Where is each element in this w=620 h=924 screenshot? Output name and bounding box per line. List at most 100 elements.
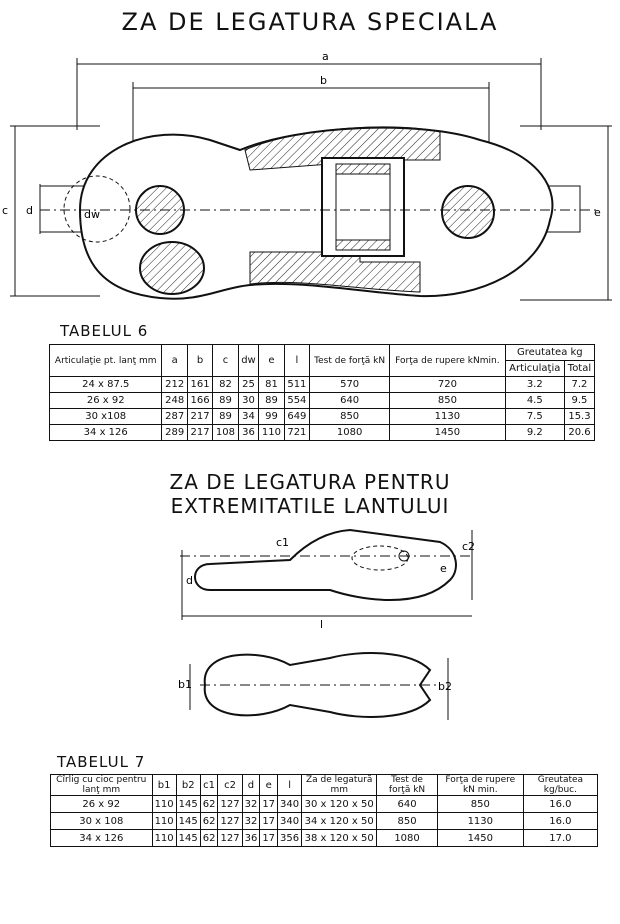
table-cell: 161 [186, 376, 214, 393]
col-b2: b2 [175, 774, 201, 796]
col-test: Test de forţă kN [376, 774, 438, 796]
table-cell: 850 [309, 408, 391, 425]
table-cell: 26 x 92 [50, 795, 153, 813]
table-cell: 166 [186, 392, 214, 409]
end-link-drawing: l c1 c2 e d b1 b2 [178, 528, 475, 720]
table-cell: 34 [237, 408, 260, 425]
table-cell: 20.6 [563, 424, 596, 441]
table-cell: 17 [259, 812, 279, 830]
table-cell: 7.2 [563, 376, 596, 393]
col-l: l [277, 774, 303, 796]
table-cell: 127 [217, 812, 243, 830]
table-cell: 89 [212, 408, 239, 425]
table-cell: 62 [199, 829, 219, 847]
dim-b2-label: b2 [438, 680, 452, 693]
col-l: l [283, 344, 311, 377]
table-cell: 62 [199, 795, 219, 813]
table-cell: 1450 [436, 829, 524, 847]
table-cell: 640 [376, 795, 438, 813]
dim-a-label: a [322, 50, 329, 63]
table-6-label: TABELUL 6 [60, 322, 149, 340]
table-cell: 36 [237, 424, 260, 441]
table-cell: 30 x 108 [50, 812, 153, 830]
col-a: a [161, 344, 188, 377]
table-cell: 110 [258, 424, 285, 441]
col-hook: Cîrlig cu cioc pentru lanţ mm [50, 774, 153, 796]
table-cell: 17 [259, 829, 279, 847]
dim-c2-label: c2 [462, 540, 475, 553]
dim-dw-label: dw [84, 208, 100, 221]
dim-d2-label: d [186, 574, 193, 587]
table-cell: 81 [258, 376, 285, 393]
col-e: e [259, 774, 279, 796]
col-b1: b1 [151, 774, 177, 796]
col-articulation: Articulaţie pt. lanţ mm [48, 344, 163, 377]
table-cell: 30 [237, 392, 260, 409]
table-cell: 30 x108 [48, 408, 163, 425]
special-link-drawing: a b c d e [2, 50, 612, 301]
table-cell: 110 [151, 795, 177, 813]
table-cell: 850 [376, 812, 438, 830]
table-cell: 1080 [376, 829, 438, 847]
section-title-line2: EXTREMITATILE LANTULUI [170, 494, 450, 518]
table-cell: 34 x 120 x 50 [301, 812, 378, 830]
col-dw: dw [237, 344, 260, 377]
col-greutatea-articulatia: Articulaţia [504, 360, 565, 377]
table-cell: 721 [283, 424, 311, 441]
table-7-label: TABELUL 7 [57, 753, 146, 771]
table-cell: 17.0 [522, 829, 599, 847]
dim-d-label: d [26, 204, 33, 217]
table-cell: 248 [161, 392, 188, 409]
table-cell: 24 x 87.5 [48, 376, 163, 393]
table-6: Articulaţie pt. lanţ mm a b c dw e l Tes… [48, 344, 596, 441]
table-cell: 217 [186, 424, 214, 441]
dim-c1-label: c1 [276, 536, 289, 549]
table-cell: 649 [283, 408, 311, 425]
table-cell: 7.5 [504, 408, 565, 425]
table-cell: 212 [161, 376, 188, 393]
table-cell: 640 [309, 392, 391, 409]
table-cell: 110 [151, 829, 177, 847]
table-cell: 289 [161, 424, 188, 441]
table-cell: 145 [175, 795, 201, 813]
col-e: e [258, 344, 285, 377]
table-cell: 340 [277, 795, 303, 813]
table-cell: 3.2 [504, 376, 565, 393]
table-cell: 340 [277, 812, 303, 830]
table-cell: 25 [237, 376, 260, 393]
dim-e2-label: e [440, 562, 447, 575]
table-cell: 34 x 126 [48, 424, 163, 441]
table-cell: 287 [161, 408, 188, 425]
col-greutatea-total: Total [563, 360, 596, 377]
col-test: Test de forţă kN [309, 344, 391, 377]
table-cell: 850 [436, 795, 524, 813]
table-cell: 36 [241, 829, 261, 847]
table-cell: 89 [212, 392, 239, 409]
col-greutatea: Greutatea kg/buc. [522, 774, 599, 796]
page-title: ZA DE LEGATURA SPECIALA [121, 8, 499, 36]
table-cell: 108 [212, 424, 239, 441]
dim-b-label: b [320, 74, 327, 87]
table-cell: 127 [217, 795, 243, 813]
col-za: Za de legatură mm [301, 774, 378, 796]
table-cell: 15.3 [563, 408, 596, 425]
table-cell: 89 [258, 392, 285, 409]
table-cell: 16.0 [522, 795, 599, 813]
table-cell: 1130 [389, 408, 506, 425]
table-cell: 26 x 92 [48, 392, 163, 409]
table-cell: 720 [389, 376, 506, 393]
col-greutatea: Greutatea kg [504, 344, 596, 361]
table-cell: 127 [217, 829, 243, 847]
col-forta: Forţa de rupere kN min. [436, 774, 524, 796]
table-cell: 62 [199, 812, 219, 830]
dim-b1-label: b1 [178, 678, 192, 691]
section-title-line1: ZA DE LEGATURA PENTRU [169, 470, 451, 494]
table-7: Cîrlig cu cioc pentru lanţ mm b1 b2 c1 c… [50, 774, 599, 847]
table-cell: 32 [241, 812, 261, 830]
table-cell: 4.5 [504, 392, 565, 409]
